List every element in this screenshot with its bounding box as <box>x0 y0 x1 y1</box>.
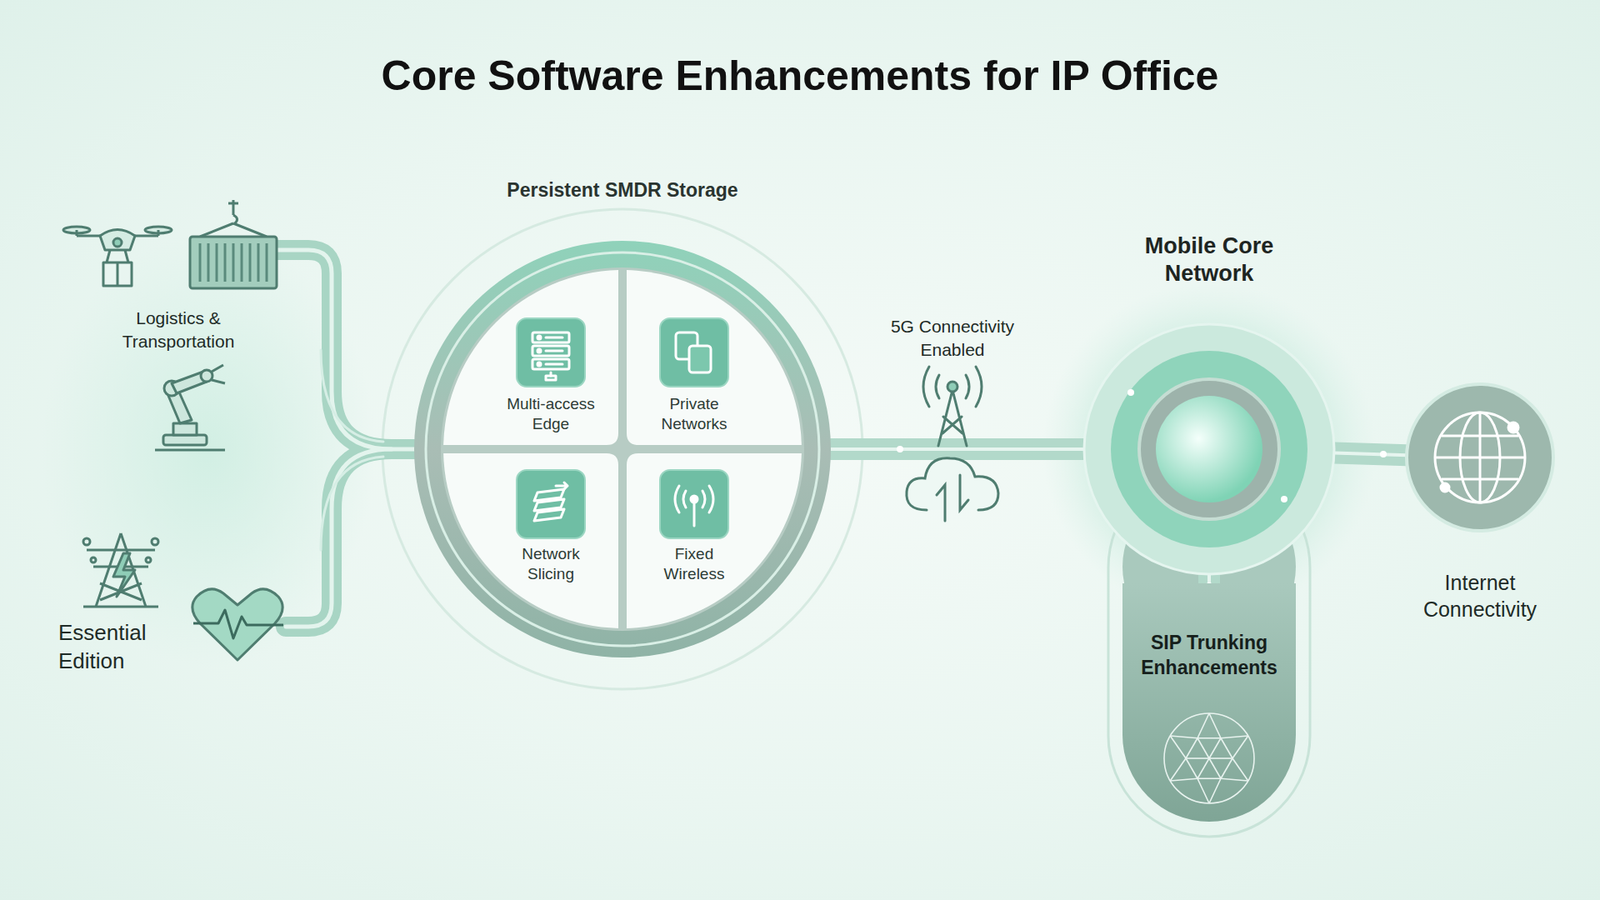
quadrant-tile: Private Networks <box>626 270 802 445</box>
geodesic-icon <box>1159 708 1260 809</box>
circle-heading: Persistent SMDR Storage <box>372 179 873 202</box>
storage-ring <box>414 240 831 658</box>
label: 5G Connectivity Enabled <box>881 315 1024 362</box>
internet-circle: Internet Connectivity <box>1406 384 1554 531</box>
core-circle: Mobile Core Network <box>1084 324 1335 575</box>
tile-label: Multi-access Edge <box>501 394 600 435</box>
label: Essential Edition <box>58 618 192 675</box>
tile-icon <box>514 467 588 541</box>
circle-label: Internet Connectivity <box>1409 569 1551 623</box>
capsule-label: SIP Trunking Enhancements <box>1130 630 1289 680</box>
globe-circle <box>1406 384 1554 531</box>
core-rings <box>1084 324 1335 575</box>
quadrant-tile: Multi-access Edge <box>443 270 619 445</box>
tile-icon <box>514 315 588 390</box>
tile-label: Fixed Wireless <box>645 544 744 585</box>
quadrant-tile: Network Slicing <box>443 453 619 629</box>
tile-icon <box>657 467 731 541</box>
storage-circle: Persistent SMDR StorageMulti-access Edge… <box>414 240 831 658</box>
pipe-connector <box>830 449 1085 450</box>
capsule-text: SIP Trunking Enhancements <box>1130 630 1289 680</box>
title: Core Software Enhancements for IP Office <box>0 51 1600 100</box>
pipe-connector <box>1209 574 1210 584</box>
circle-heading: Mobile Core Network <box>1125 232 1293 288</box>
quadrant-tile: Fixed Wireless <box>626 453 802 629</box>
label: Logistics & Transportation <box>111 306 245 354</box>
tile-label: Private Networks <box>645 394 744 435</box>
pipe-connector <box>1334 453 1407 456</box>
tile-icon <box>657 315 731 390</box>
sip-capsule: SIP Trunking Enhancements <box>1122 583 1296 822</box>
tile-label: Network Slicing <box>501 544 600 585</box>
